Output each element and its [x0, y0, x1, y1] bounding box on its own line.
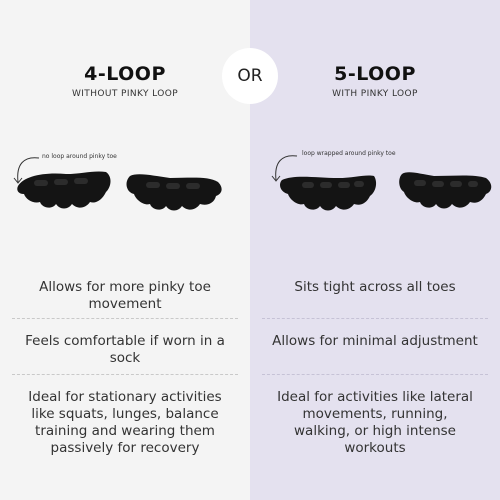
- four-loop-row-1: Allows for more pinky toe movement: [39, 279, 211, 312]
- five-loop-annotation: loop wrapped around pinky toe: [302, 150, 396, 157]
- row-divider: [12, 318, 238, 319]
- toe-spacer-image: [126, 174, 222, 211]
- five-loop-panel: 5-LOOP WITH PINKY LOOP loop wrapped arou…: [250, 0, 500, 500]
- four-loop-title: 4-LOOP: [84, 63, 166, 85]
- toe-spacer-image: [399, 172, 492, 209]
- toe-spacer-image: [280, 175, 377, 211]
- row-divider: [262, 374, 488, 375]
- toe-spacer-image: [17, 171, 111, 209]
- five-loop-title: 5-LOOP: [334, 63, 416, 85]
- four-loop-row-3: Ideal for stationary activities like squ…: [28, 389, 222, 456]
- five-loop-row-1: Sits tight across all toes: [294, 279, 456, 295]
- four-loop-row-2: Feels comfortable if worn in a sock: [25, 333, 225, 366]
- curved-arrow-icon: [13, 157, 40, 184]
- or-badge: OR: [222, 48, 278, 104]
- five-loop-row-2: Allows for minimal adjustment: [272, 333, 478, 349]
- four-loop-subtitle: WITHOUT PINKY LOOP: [71, 89, 179, 99]
- row-divider: [12, 374, 238, 375]
- four-loop-annotation: no loop around pinky toe: [42, 153, 117, 160]
- row-divider: [262, 318, 488, 319]
- five-loop-row-3: Ideal for activities like lateral moveme…: [277, 389, 473, 456]
- curved-arrow-icon: [271, 155, 298, 182]
- four-loop-panel: 4-LOOP WITHOUT PINKY LOOP no loop around…: [0, 0, 250, 500]
- five-loop-subtitle: WITH PINKY LOOP: [332, 89, 418, 99]
